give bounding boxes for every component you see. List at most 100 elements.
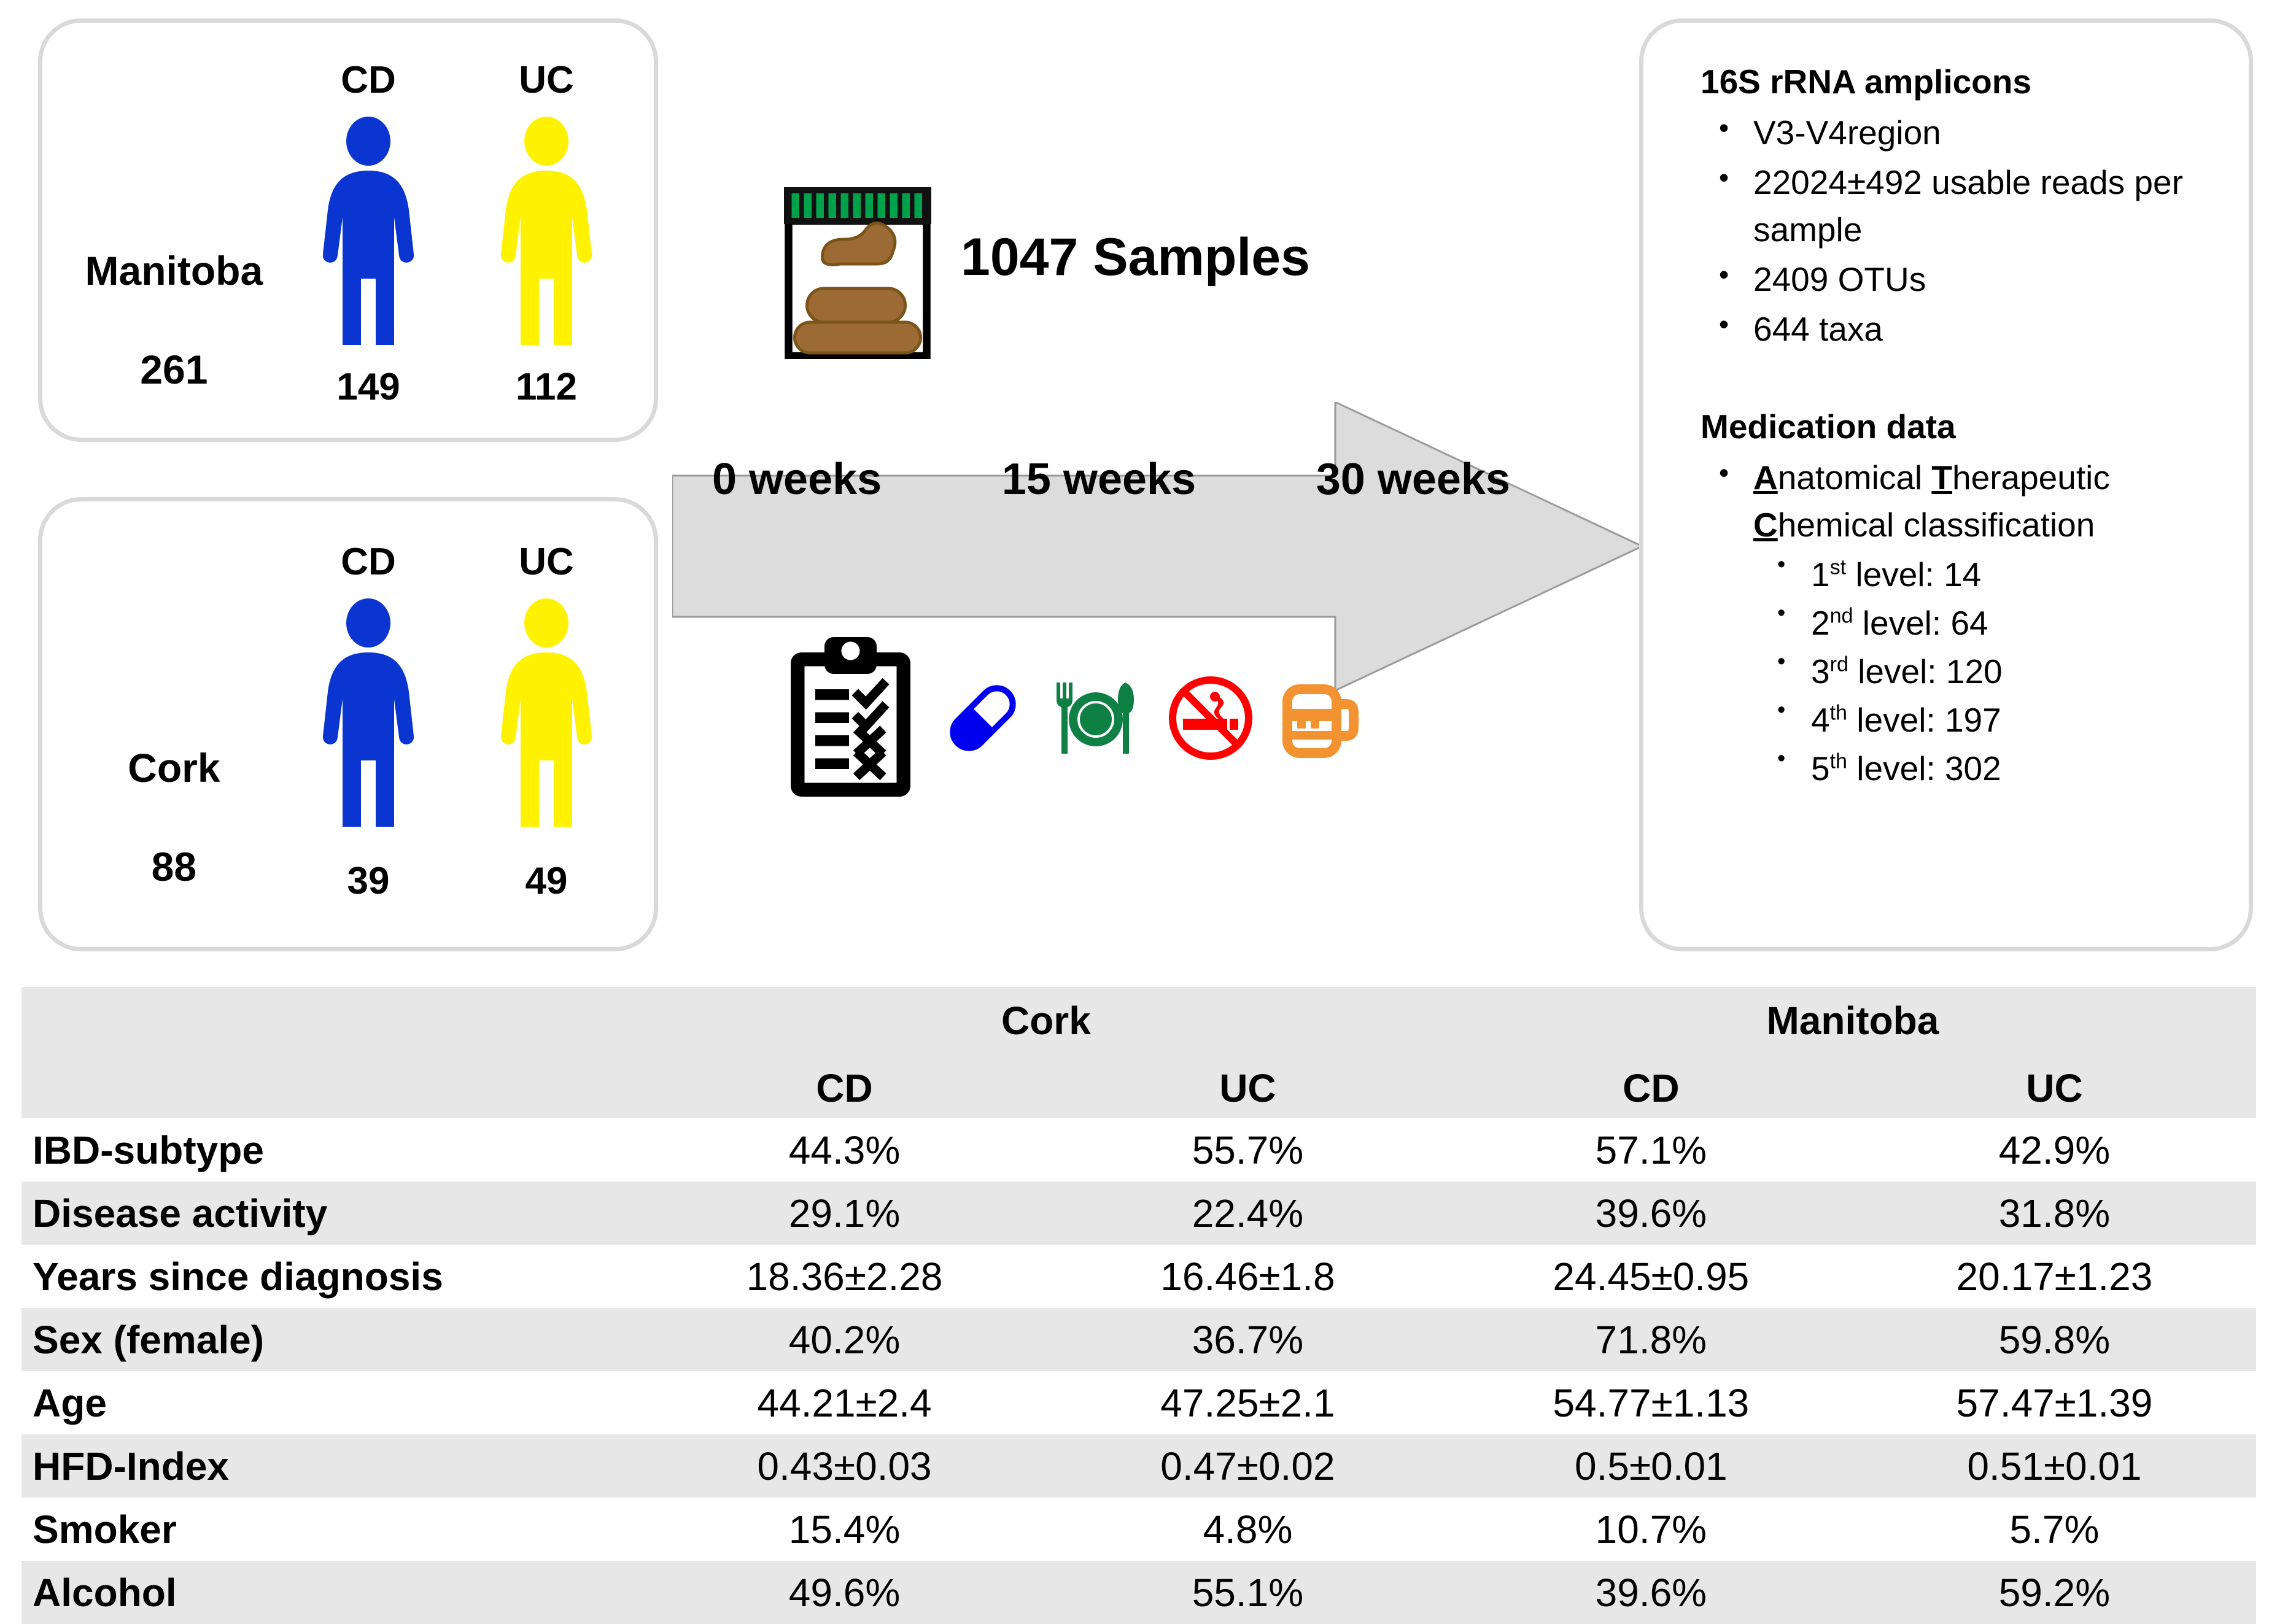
cohort-label: Cork [128, 744, 220, 791]
sub-header-manitoba-uc: UC [2026, 1066, 2083, 1110]
list-item: 1st level: 14 [1701, 549, 2253, 598]
level-text: level: 14 [1846, 555, 1982, 594]
cell-value: 71.8% [1595, 1317, 1707, 1362]
cell-value: 24.45±0.95 [1553, 1254, 1750, 1299]
cell-value: 44.21±2.4 [757, 1380, 932, 1425]
pill-capsule-icon [950, 685, 1016, 751]
cork-uc-count: 49 [525, 860, 568, 902]
table-body: IBD-subtype 44.3% 55.7% 57.1% 42.9% Dise… [21, 1118, 2256, 1624]
row-label: Smoker [33, 1507, 177, 1552]
list-item: 2409 OTUs [1701, 255, 2253, 303]
cell-value: 15.4% [788, 1507, 901, 1552]
cell-value: 16.46±1.8 [1160, 1254, 1335, 1299]
cell-value: 55.7% [1192, 1127, 1304, 1172]
table-row: HFD-Index 0.43±0.03 0.47±0.02 0.5±0.01 0… [21, 1434, 2256, 1498]
cell-value: 18.36±2.28 [746, 1254, 943, 1299]
manitoba-uc-count: 112 [515, 366, 578, 408]
empty-corner-cell [21, 987, 643, 1043]
atc-t: T [1931, 458, 1953, 497]
group-header-cork: Cork [1001, 999, 1091, 1043]
cell-value: 10.7% [1595, 1507, 1707, 1552]
cell-value: 4.8% [1203, 1507, 1293, 1552]
lifestyle-icon-row [785, 629, 1366, 807]
atc-classification-item: Anatomical Therapeutic Chemical classifi… [1701, 453, 2253, 549]
cell-value: 59.2% [1998, 1570, 2111, 1615]
level-text: level: 64 [1853, 604, 1988, 642]
row-label: IBD-subtype [33, 1127, 264, 1172]
table-row: Smoker 15.4% 4.8% 10.7% 5.7% [21, 1498, 2256, 1561]
table-row: Sex (female) 40.2% 36.7% 71.8% 59.8% [21, 1308, 2256, 1371]
list-item: 2nd level: 64 [1701, 597, 2253, 647]
atc-c-rest: hemical classification [1777, 506, 2095, 544]
cell-value: 44.3% [788, 1127, 901, 1172]
atc-a-rest: natomical [1777, 458, 1932, 497]
list-item: 22024±492 usable reads per sample [1701, 158, 2253, 253]
cell-value: 0.43±0.03 [757, 1444, 932, 1488]
cell-value: 40.2% [788, 1317, 901, 1362]
row-label: Age [33, 1380, 107, 1425]
cell-value: 55.1% [1192, 1570, 1304, 1615]
empty-corner-cell-2 [21, 1043, 643, 1118]
cell-value: 20.17±1.23 [1956, 1254, 2153, 1299]
list-item: 644 taxa [1701, 304, 2253, 353]
samples-count-label: 1047 Samples [961, 228, 1310, 287]
ordinal: 2 [1811, 604, 1830, 642]
ordinal: 5 [1811, 749, 1830, 787]
table-group-header-row: Cork Manitoba [21, 987, 2256, 1043]
no-smoking-icon [1169, 676, 1252, 760]
cell-value: 42.9% [1998, 1127, 2111, 1172]
cell-value: 57.1% [1595, 1127, 1707, 1172]
timepoint-1: 15 weeks [1001, 455, 1197, 504]
table-row: Disease activity 29.1% 22.4% 39.6% 31.8% [21, 1181, 2256, 1245]
cell-value: 39.6% [1595, 1570, 1707, 1615]
cohort-summary-table: Cork Manitoba CD UC CD UC IBD-subtype 44… [21, 987, 2256, 1624]
table-row: IBD-subtype 44.3% 55.7% 57.1% 42.9% [21, 1118, 2256, 1181]
ordinal-suffix: th [1829, 749, 1848, 773]
ordinal: 1 [1811, 555, 1830, 594]
list-item: V3-V4region [1701, 108, 2253, 157]
section-spacer [1701, 355, 2253, 403]
cork-cd-label: CD [341, 541, 396, 583]
row-label: Sex (female) [33, 1317, 265, 1362]
group-header-manitoba: Manitoba [1766, 999, 1939, 1043]
cork-cd-count: 39 [347, 860, 390, 902]
table-row: Age 44.21±2.4 47.25±2.1 54.77±1.13 57.47… [21, 1371, 2256, 1434]
cell-value: 31.8% [1998, 1191, 2111, 1235]
person-figure-cd-manitoba [322, 117, 414, 345]
table-row: Alcohol 49.6% 55.1% 39.6% 59.2% [21, 1561, 2256, 1624]
level-text: level: 197 [1847, 701, 2001, 739]
results-content: 16S rRNA amplicons V3-V4region 22024±492… [1701, 58, 2253, 794]
atc-t-rest: herapeutic [1952, 458, 2110, 497]
person-figure-uc-manitoba [500, 117, 592, 345]
cell-value: 5.7% [2009, 1507, 2100, 1552]
ordinal-suffix: nd [1829, 604, 1853, 628]
cohort-name-cork: Cork 88 [55, 694, 270, 891]
manitoba-cd-count: 149 [336, 366, 400, 408]
cell-value: 57.47±1.39 [1956, 1380, 2153, 1425]
level-text: level: 120 [1848, 652, 2003, 690]
list-item: 5th level: 302 [1701, 743, 2253, 792]
list-item: 3rd level: 120 [1701, 646, 2253, 695]
person-figure-cd-cork [322, 598, 414, 827]
manitoba-cd-label: CD [341, 59, 396, 101]
ordinal: 4 [1811, 701, 1830, 739]
cell-value: 36.7% [1192, 1317, 1304, 1362]
table-row: Years since diagnosis 18.36±2.28 16.46±1… [21, 1245, 2256, 1308]
cell-value: 59.8% [1998, 1317, 2111, 1362]
row-label: HFD-Index [33, 1444, 229, 1488]
manitoba-uc-label: UC [519, 59, 574, 101]
list-item: 4th level: 197 [1701, 694, 2253, 744]
timepoint-2: 30 weeks [1316, 455, 1510, 504]
cell-value: 0.5±0.01 [1575, 1444, 1728, 1488]
cell-value: 49.6% [788, 1570, 901, 1615]
results-section2-title: Medication data [1701, 408, 1956, 446]
clipboard-checklist-icon [791, 636, 910, 797]
cell-value: 0.51±0.01 [1967, 1444, 2142, 1488]
table-sub-header-row: CD UC CD UC [21, 1043, 2256, 1118]
results-section2-list: Anatomical Therapeutic Chemical classifi… [1701, 453, 2253, 549]
right-arrow [672, 402, 1642, 690]
cork-uc-label: UC [519, 541, 574, 583]
table-head: Cork Manitoba CD UC CD UC [21, 987, 2256, 1118]
results-section1-list: V3-V4region 22024±492 usable reads per s… [1701, 108, 2253, 353]
beer-mug-icon [1282, 684, 1359, 758]
